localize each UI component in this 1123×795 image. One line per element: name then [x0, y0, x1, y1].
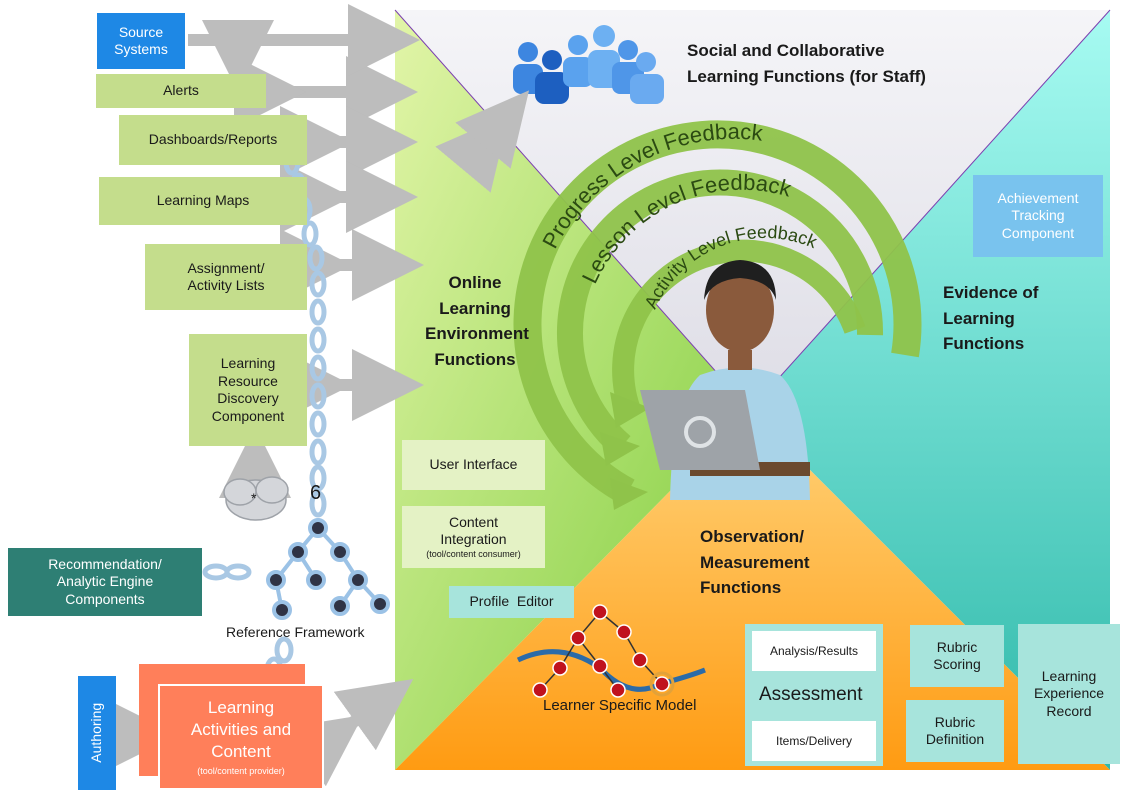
content-integration-sublabel: (tool/content consumer)	[426, 548, 521, 559]
assignment-lists-label: Assignment/ Activity Lists	[187, 259, 265, 294]
content-integration-label: Content Integration	[440, 513, 507, 548]
resource-discovery-box[interactable]: Learning Resource Discovery Component	[189, 334, 307, 446]
learner-model-label: Learner Specific Model	[543, 697, 697, 714]
cloud-icon	[223, 476, 289, 521]
social-quadrant	[395, 10, 1110, 410]
recommendation-label: Recommendation/ Analytic Engine Componen…	[48, 555, 162, 607]
connector-arrows	[234, 56, 530, 787]
learning-experience-record-box[interactable]: Learning Experience Record	[1018, 624, 1120, 764]
profile-editor-box[interactable]: Profile Editor	[449, 586, 574, 618]
learning-activities-box[interactable]: Learning Activities and Content (tool/co…	[158, 684, 324, 790]
content-integration-box[interactable]: Content Integration (tool/content consum…	[402, 506, 545, 568]
user-interface-box[interactable]: User Interface	[402, 440, 545, 490]
learning-activities-label: Learning Activities and Content	[190, 698, 292, 762]
learning-maps-label: Learning Maps	[156, 192, 250, 209]
online-title: Online Learning Environment Functions	[425, 273, 529, 369]
items-delivery-box[interactable]: Items/Delivery	[752, 721, 876, 761]
achievement-box[interactable]: Achievement Tracking Component	[973, 175, 1103, 257]
rubric-definition-box[interactable]: Rubric Definition	[906, 700, 1004, 762]
reference-framework-tree	[266, 518, 390, 620]
analysis-results-box[interactable]: Analysis/Results	[752, 631, 876, 671]
dashboards-label: Dashboards/Reports	[148, 131, 278, 148]
assessment-label: Assessment	[759, 684, 863, 705]
reference-framework-label: Reference Framework	[226, 624, 365, 640]
cloud-label: *	[251, 490, 257, 506]
learner-figure	[640, 260, 810, 500]
authoring-box[interactable]: Authoring	[78, 676, 116, 790]
alerts-label: Alerts	[163, 82, 199, 99]
analysis-results-label: Analysis/Results	[769, 643, 859, 658]
achievement-label: Achievement Tracking Component	[997, 189, 1079, 241]
number-label: 6	[310, 482, 322, 504]
profile-editor-label: Profile Editor	[469, 593, 554, 610]
learning-experience-record-label: Learning Experience Record	[1033, 667, 1105, 719]
people-icon	[513, 25, 664, 104]
resource-discovery-label: Learning Resource Discovery Component	[211, 355, 285, 424]
rubric-definition-label: Rubric Definition	[925, 713, 985, 748]
source-systems-label: Source Systems	[114, 23, 168, 58]
evidence-title: Evidence of Learning Functions	[943, 283, 1039, 353]
rubric-scoring-box[interactable]: Rubric Scoring	[910, 625, 1004, 687]
observation-title: Observation/ Measurement Functions	[700, 527, 810, 597]
source-systems-box[interactable]: Source Systems	[97, 13, 185, 69]
authoring-label: Authoring	[88, 703, 105, 763]
feedback-rings	[513, 120, 922, 505]
learner-model-graph	[516, 604, 706, 698]
rubric-scoring-label: Rubric Scoring	[933, 638, 981, 673]
items-delivery-label: Items/Delivery	[775, 733, 852, 748]
learning-maps-box[interactable]: Learning Maps	[99, 177, 307, 225]
learning-activities-sublabel: (tool/content provider)	[197, 765, 285, 776]
user-interface-label: User Interface	[429, 456, 518, 473]
dashboards-box[interactable]: Dashboards/Reports	[119, 115, 307, 165]
alerts-box[interactable]: Alerts	[96, 74, 266, 108]
recommendation-box[interactable]: Recommendation/ Analytic Engine Componen…	[8, 548, 202, 616]
assignment-lists-box[interactable]: Assignment/ Activity Lists	[145, 244, 307, 310]
social-title: Social and Collaborative Learning Functi…	[687, 41, 926, 86]
